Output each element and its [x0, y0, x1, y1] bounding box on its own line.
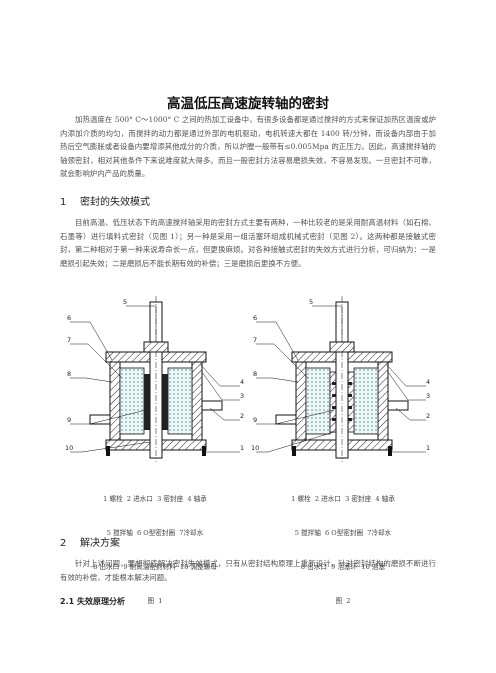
- fig1-callout-3: 3: [240, 392, 244, 400]
- figure-1-legend-line: 8 出水口 9 耐高温密封材料 10 调整螺母: [93, 563, 217, 572]
- intro-paragraph: 加热温度在 500° C～1000° C 之间的热加工设备中，有很多设备都是通过…: [60, 115, 436, 179]
- packing-seal-right: [162, 374, 168, 430]
- figure-2-legend-line: 5 搅拌轴 6 O型密封圈 7冷却水: [294, 529, 392, 538]
- fig2-callout-3: 3: [426, 392, 430, 400]
- section-1-heading: 1 密封的失效模式: [60, 193, 150, 208]
- section-2-heading: 2 解决方案: [60, 534, 120, 549]
- figure-2-legend-line: 8 出水口 9 活塞环 10 活塞: [300, 563, 386, 572]
- outlet-pipe: [89, 414, 111, 425]
- fig2-callout-1: 1: [426, 444, 430, 452]
- fig2-callout-4: 4: [426, 378, 430, 386]
- figure-1-legend: 1 螺栓 2 进水口 3 密封座 4 轴承 5 搅拌轴 6 O型密封圈 7冷却水…: [70, 471, 240, 619]
- fig2-callout-6: 6: [253, 314, 257, 322]
- left-wall: [109, 361, 121, 441]
- fig2-callout-8: 8: [253, 370, 257, 378]
- figure-2-legend: 1 螺栓 2 进水口 3 密封座 4 轴承 5 搅拌轴 6 O型密封圈 7冷却水…: [258, 471, 428, 619]
- fig1-callout-9: 9: [67, 416, 71, 424]
- fig2-callout-10: 10: [251, 444, 259, 452]
- fig1-callout-7: 7: [67, 336, 71, 344]
- section-2-title: 解决方案: [80, 538, 120, 549]
- figure-2-caption: 图 2: [335, 597, 351, 606]
- fig2-callout-9: 9: [253, 416, 257, 424]
- piston-right: [347, 371, 355, 433]
- figure-1-drawing: 5 6 7 8 9 10 4 3 2 1: [65, 296, 244, 462]
- subsection-2-1-heading: 2.1 失效原理分析: [60, 597, 125, 606]
- figure-2-drawing: 5 6 7 8 9 10 4 3 2 1: [251, 296, 430, 462]
- section-2-paragraph: 针对上述问题，要想彻底解决密封失效模式，只有从密封结构原理上重新设计，针对密封结…: [60, 559, 436, 582]
- figure-1-legend-line: 5 搅拌轴 6 O型密封圈 7冷却水: [106, 529, 204, 538]
- section-1-paragraph: 目前高温、低压状态下的高速搅拌轴采用的密封方式主要有两种，一种比较老的是采用耐高…: [60, 218, 436, 268]
- figure-1-legend-line: 1 螺栓 2 进水口 3 密封座 4 轴承: [103, 494, 207, 503]
- figure-2-legend-line: 1 螺栓 2 进水口 3 密封座 4 轴承: [291, 494, 395, 503]
- fig1-callout-1: 1: [240, 444, 244, 452]
- piston-left: [329, 371, 337, 433]
- fig1-callout-4: 4: [240, 378, 244, 386]
- inlet-pipe: [201, 400, 223, 411]
- figure-1-caption: 图 1: [147, 597, 163, 606]
- fig1-callout-2: 2: [240, 412, 244, 420]
- section-1-title: 密封的失效模式: [80, 197, 150, 208]
- fig2-callout-5: 5: [309, 298, 313, 306]
- fig1-callout-6: 6: [67, 314, 71, 322]
- fig1-callout-8: 8: [67, 370, 71, 378]
- cooling-water-right: [167, 367, 193, 435]
- fig2-callout-7: 7: [253, 336, 257, 344]
- section-1-number: 1: [60, 197, 67, 208]
- fig1-callout-10: 10: [65, 444, 73, 452]
- section-2-number: 2: [60, 538, 67, 549]
- packing-seal-left: [144, 374, 150, 430]
- cooling-water-left: [119, 367, 145, 435]
- fig1-callout-5: 5: [123, 298, 127, 306]
- fig2-callout-2: 2: [426, 412, 430, 420]
- right-wall: [191, 361, 203, 441]
- document-title: 高温低压高速旋转轴的密封: [167, 96, 329, 112]
